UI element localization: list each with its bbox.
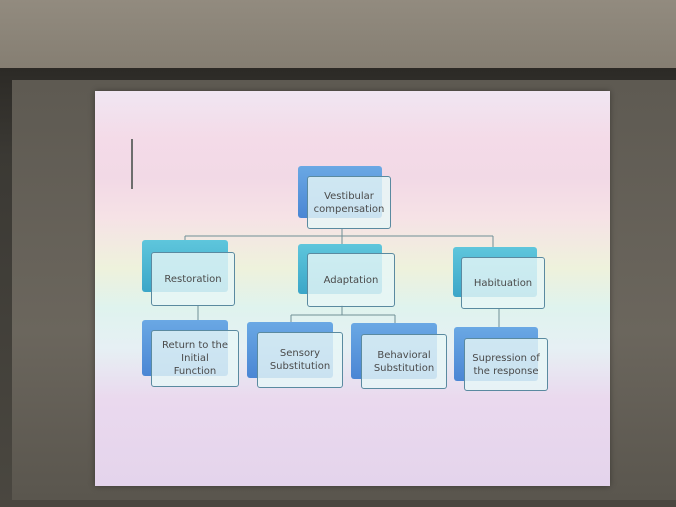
node-label: Supression of the response (464, 338, 548, 391)
node-label: Sensory Substitution (257, 332, 343, 388)
node-label: Adaptation (307, 253, 395, 307)
wall (0, 0, 676, 70)
node-label: Habituation (461, 257, 545, 309)
node-label: Restoration (151, 252, 235, 306)
presentation-slide: Vestibular compensation Restoration Adap… (95, 91, 610, 486)
node-label: Behavioral Substitution (361, 334, 447, 389)
node-label: Vestibular compensation (307, 176, 391, 229)
node-label: Return to the Initial Function (151, 330, 239, 387)
slide-accent-bar (131, 139, 133, 189)
